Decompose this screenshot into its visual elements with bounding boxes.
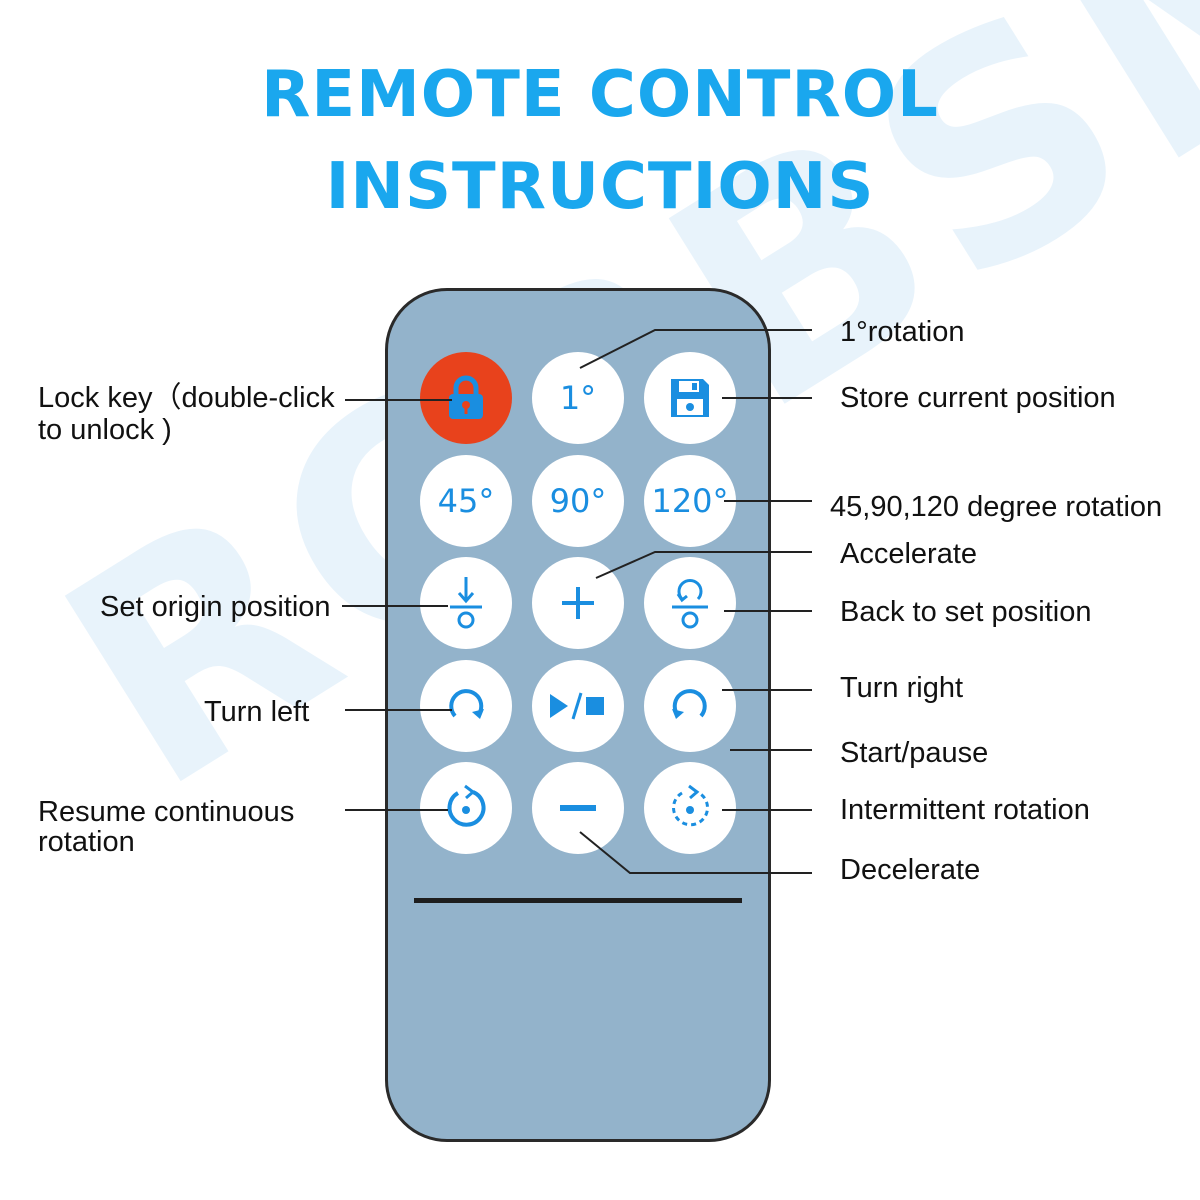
intermittent-rotation-icon bbox=[672, 784, 710, 827]
label-degree-rotation: 45,90,120 degree rotation bbox=[830, 491, 1163, 523]
page-title-line1: REMOTE CONTROL bbox=[261, 58, 939, 132]
back-to-position-button[interactable] bbox=[644, 557, 736, 649]
save-icon bbox=[671, 379, 709, 417]
return-position-icon bbox=[672, 579, 708, 629]
label-accelerate: Accelerate bbox=[840, 538, 978, 570]
turn-right-button[interactable] bbox=[644, 660, 736, 752]
turn-left-button[interactable] bbox=[420, 660, 512, 752]
start-pause-button[interactable] bbox=[532, 660, 624, 752]
rotate-45-button[interactable]: 45° bbox=[420, 455, 512, 547]
lock-icon bbox=[449, 375, 483, 419]
label-resume-line1: Resume continuous bbox=[38, 796, 295, 828]
label-store-position: Store current position bbox=[840, 382, 1116, 414]
label-start-pause: Start/pause bbox=[840, 737, 989, 769]
rotate-90-label: 90° bbox=[549, 482, 607, 520]
label-turn-left: Turn left bbox=[204, 696, 310, 728]
label-set-origin: Set origin position bbox=[100, 591, 331, 623]
label-resume-line2: rotation bbox=[38, 826, 135, 858]
minus-icon bbox=[560, 805, 596, 811]
label-one-degree-rotation: 1°rotation bbox=[840, 316, 965, 348]
rotate-120-button[interactable]: 120° bbox=[644, 455, 736, 547]
play-pause-icon bbox=[550, 692, 604, 720]
plus-icon bbox=[562, 587, 594, 619]
store-position-button[interactable] bbox=[644, 352, 736, 444]
rotate-90-button[interactable]: 90° bbox=[532, 455, 624, 547]
label-decelerate: Decelerate bbox=[840, 854, 981, 886]
intermittent-rotation-button[interactable] bbox=[644, 762, 736, 854]
label-intermittent-rotation: Intermittent rotation bbox=[840, 794, 1090, 826]
page-title-line2: INSTRUCTIONS bbox=[325, 150, 875, 224]
label-lock-key-line2: to unlock ) bbox=[38, 414, 172, 446]
rotate-clockwise-icon bbox=[449, 689, 484, 719]
rotate-45-label: 45° bbox=[437, 482, 495, 520]
set-origin-icon bbox=[450, 577, 482, 629]
ir-window-slot bbox=[414, 898, 742, 903]
label-turn-right: Turn right bbox=[840, 672, 964, 704]
one-degree-button[interactable]: 1° bbox=[532, 352, 624, 444]
rotate-120-label: 120° bbox=[651, 482, 729, 520]
one-degree-label: 1° bbox=[559, 379, 597, 417]
continuous-rotation-button[interactable] bbox=[420, 762, 512, 854]
set-origin-button[interactable] bbox=[420, 557, 512, 649]
continuous-rotation-icon bbox=[447, 784, 486, 827]
decelerate-button[interactable] bbox=[532, 762, 624, 854]
label-lock-key-line1: Lock key（double-click bbox=[38, 382, 335, 414]
rotate-counterclockwise-icon bbox=[672, 689, 707, 719]
label-back-to-set-position: Back to set position bbox=[840, 596, 1092, 628]
lock-button[interactable] bbox=[420, 352, 512, 444]
